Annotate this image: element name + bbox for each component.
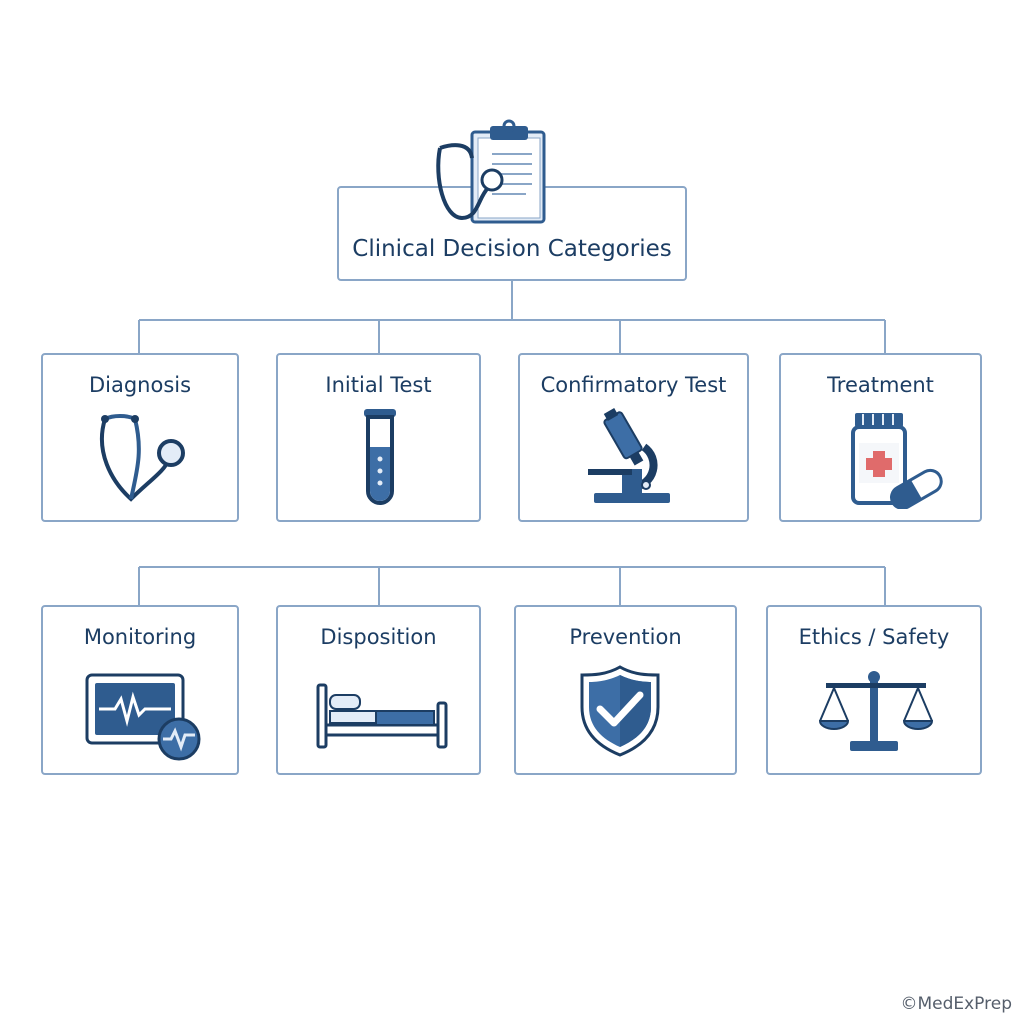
category-node: Confirmatory Test [518,353,749,522]
test-tube-icon [364,409,396,505]
category-label: Prevention [569,625,682,649]
category-label: Ethics / Safety [798,625,950,649]
category-label: Disposition [320,625,437,649]
category-label: Monitoring [83,625,197,649]
stethoscope-icon [99,414,185,502]
category-node: Diagnosis [41,353,239,522]
category-node: Treatment [779,353,982,522]
category-node: Initial Test [276,353,481,522]
hospital-bed-icon [316,683,448,749]
category-node: Ethics / Safety [766,605,982,775]
heart-monitor-icon [85,673,201,761]
balance-scale-icon [818,671,934,751]
copyright-text: ©MedExPrep [900,994,1012,1014]
category-node: Monitoring [41,605,239,775]
root-node: Clinical Decision Categories [337,186,687,281]
medication-bottle-icon [851,413,943,509]
shield-check-icon [580,665,660,757]
category-node: Prevention [514,605,737,775]
diagram-title: Clinical Decision Categories [352,236,672,262]
microscope-icon [588,408,670,503]
category-label: Diagnosis [88,373,192,397]
category-label: Initial Test [325,373,432,397]
category-label: Confirmatory Test [540,373,727,397]
category-node: Disposition [276,605,481,775]
category-label: Treatment [827,373,934,397]
clipboard-stethoscope-icon [436,119,546,224]
